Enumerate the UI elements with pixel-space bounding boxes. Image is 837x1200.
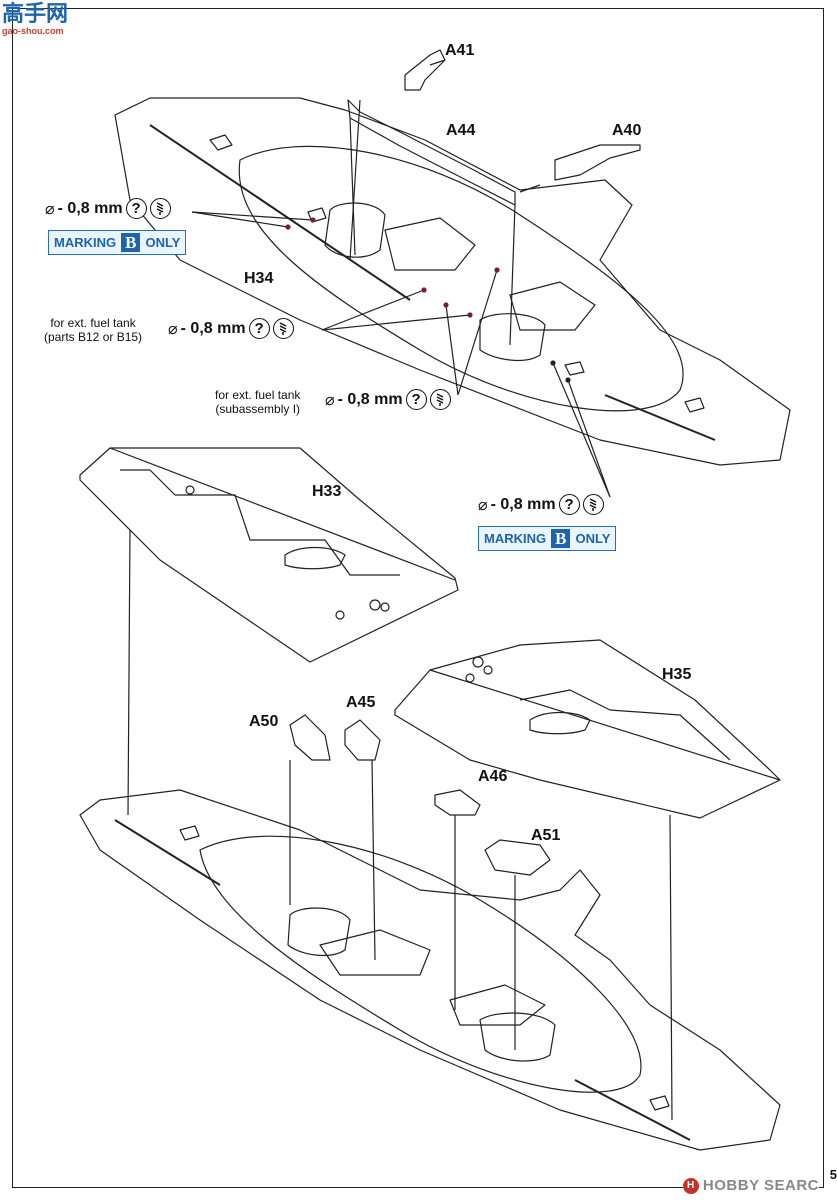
label-a50: A50 [249,713,279,730]
drill-size-text: - 0,8 mm [337,390,403,408]
wheel-well-left-bay [384,217,476,271]
hobby-search-logo-icon: H [682,1177,699,1194]
part-a44-shape [347,99,516,206]
drill-size-text: - 0,8 mm [490,495,556,513]
page-number: 5 [829,1167,837,1182]
marking-post-text: ONLY [575,531,611,546]
site-watermark-bottom: H HOBBY SEARC [682,1177,819,1194]
wheel-well-left [324,202,386,258]
marking-letter: B [121,233,141,252]
wing-bottom-outline [79,789,781,1151]
diameter-symbol: ⌀ [478,496,488,514]
marking-pre-text: MARKING [54,235,117,250]
drill-bit-icon [582,494,604,515]
marking-letter: B [551,529,571,548]
label-a51: A51 [531,827,561,844]
note-fuel-sub-line1: for ext. fuel tank [215,388,301,402]
question-icon: ? [558,494,580,515]
wing-h34-ellipse [238,145,684,412]
label-a41: A41 [445,42,475,59]
label-a46: A46 [478,768,508,785]
label-a44: A44 [446,122,476,139]
label-h33: H33 [312,483,342,500]
diameter-symbol: ⌀ [45,200,55,218]
label-a45: A45 [346,694,376,711]
marking-pre-text: MARKING [484,531,547,546]
part-a46-shape [434,789,481,816]
wing-h34-outline [114,97,791,466]
question-icon: ? [125,198,147,219]
wheel-well-right [479,313,546,361]
drill-size-text: - 0,8 mm [57,199,123,217]
note-fuel-parts-line1: for ext. fuel tank [50,316,136,330]
wing-h33-outline [79,447,459,663]
page-frame [12,8,824,1188]
diameter-symbol: ⌀ [168,320,178,338]
note-fuel-tank-parts: for ext. fuel tank (parts B12 or B15) [44,316,142,344]
note-fuel-tank-subassembly: for ext. fuel tank (subassembly I) [215,388,300,416]
marking-b-only-badge-1: MARKING B ONLY [48,230,187,255]
drill-callout-1: ⌀ - 0,8 mm ? [45,198,171,219]
question-icon: ? [248,318,270,339]
label-h35: H35 [662,666,692,683]
drill-bit-icon [149,198,171,219]
note-fuel-parts-line2: (parts B12 or B15) [44,330,143,344]
drill-bit-icon [429,389,451,410]
drill-callout-3: ⌀ - 0,8 mm ? [325,389,451,410]
watermark-chinese-text: 高手网 [2,2,69,27]
watermark-bottom-text: HOBBY SEARC [702,1177,819,1194]
wheel-well-right-bay [509,281,596,331]
watermark-url-text: gao-shou.com [2,26,64,36]
part-a50-shape [289,714,331,761]
marking-b-only-badge-2: MARKING B ONLY [478,526,617,551]
drill-bit-icon [272,318,294,339]
marking-post-text: ONLY [145,235,181,250]
question-icon: ? [405,389,427,410]
site-watermark-top: 高手网 gao-shou.com [2,2,69,37]
drill-callout-4: ⌀ - 0,8 mm ? [478,494,604,515]
label-a40: A40 [612,122,642,139]
part-a45-shape [344,719,381,761]
part-a51-shape [484,839,551,876]
diameter-symbol: ⌀ [325,391,335,409]
part-a41-shape [404,49,446,91]
note-fuel-sub-line2: (subassembly I) [215,402,301,416]
drill-callout-2: ⌀ - 0,8 mm ? [168,318,294,339]
drill-size-text: - 0,8 mm [180,319,246,337]
part-a40-shape [554,144,641,181]
label-h34: H34 [244,270,274,287]
wing-h35-outline [394,639,781,819]
